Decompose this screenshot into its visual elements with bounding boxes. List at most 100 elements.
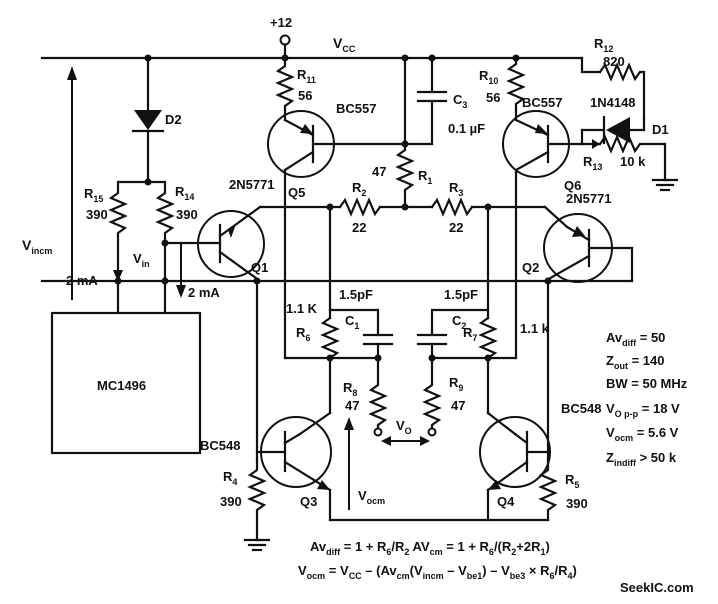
r7-value: 1.1 k xyxy=(520,321,550,336)
spec-list: Avdiff = 50 Zout = 140 BW = 50 MHz VO p-… xyxy=(606,330,688,468)
resistor-r3 xyxy=(430,197,474,217)
q4-part: BC548 xyxy=(561,401,601,416)
spec-avdiff: Avdiff = 50 xyxy=(606,330,665,348)
q3-part: BC548 xyxy=(200,438,240,453)
c2-value: 1.5pF xyxy=(444,287,478,302)
r7-name: R7 xyxy=(463,325,477,343)
vo-label: VO xyxy=(396,418,412,436)
q5-part: BC557 xyxy=(336,101,376,116)
r13-value: 10 k xyxy=(620,154,646,169)
r11-name: R11 xyxy=(297,67,316,85)
spec-zout: Zout = 140 xyxy=(606,353,664,371)
r4-name: R4 xyxy=(223,469,237,487)
vocm-label: Vocm xyxy=(358,488,385,506)
spec-zindiff: Zindiff > 50 k xyxy=(606,450,677,468)
supply-voltage: +12 xyxy=(270,15,292,30)
q3-label: Q3 xyxy=(300,494,317,509)
junction-dot xyxy=(161,277,169,285)
resistor-r12 xyxy=(598,62,646,120)
transistor-q4 xyxy=(479,356,551,522)
q1-label: Q1 xyxy=(251,260,268,275)
transistor-q1 xyxy=(196,205,265,283)
resistor-r1 xyxy=(395,142,415,209)
vcc-label: VCC xyxy=(333,35,356,54)
transistor-q2 xyxy=(543,205,634,283)
resistor-r8 xyxy=(368,356,388,430)
resistor-r6 xyxy=(320,316,340,360)
terminal xyxy=(373,427,383,437)
wire xyxy=(580,56,602,74)
q4-label: Q4 xyxy=(497,494,515,509)
resistor-r7 xyxy=(478,316,498,360)
diode-d1 xyxy=(580,115,646,145)
q6-part: BC557 xyxy=(522,95,562,110)
junction-dot xyxy=(253,277,261,285)
watermark: SeekIC.com xyxy=(620,580,694,595)
r15-name: R15 xyxy=(84,186,103,204)
c2-name: C2 xyxy=(452,313,466,331)
d1-part: 1N4148 xyxy=(590,95,636,110)
current-arrow xyxy=(113,270,123,282)
resistor-r11 xyxy=(275,56,295,112)
r10-name: R10 xyxy=(479,68,498,86)
r14-name: R14 xyxy=(175,184,194,202)
r5-value: 390 xyxy=(566,496,588,511)
vin-label: Vin xyxy=(133,251,150,269)
r2-value: 22 xyxy=(352,220,366,235)
current-mid: 2 mA xyxy=(188,285,220,300)
resistor-r5 xyxy=(538,458,558,522)
resistor-r13 xyxy=(580,134,667,182)
r8-value: 47 xyxy=(345,398,359,413)
arrow-head xyxy=(67,66,77,80)
r13-name: R13 xyxy=(583,154,602,172)
r3-name: R3 xyxy=(449,180,463,198)
spec-bw: BW = 50 MHz xyxy=(606,376,688,391)
r1-name: R1 xyxy=(418,168,432,186)
q6-label: Q6 xyxy=(564,178,581,193)
junction-dot xyxy=(544,277,552,285)
d2-label: D2 xyxy=(165,112,182,127)
r6-name: R6 xyxy=(296,325,310,343)
arrow-head xyxy=(176,285,186,298)
ic-mc1496 xyxy=(50,311,202,455)
r6-value: 1.1 K xyxy=(286,301,318,316)
spec-vocm: Vocm = 5.6 V xyxy=(606,425,679,443)
terminal xyxy=(427,427,437,437)
q2-label: Q2 xyxy=(522,260,539,275)
r10-value: 56 xyxy=(486,90,500,105)
resistor-r2 xyxy=(338,197,382,217)
transistor-q6 xyxy=(502,108,584,282)
r1-value: 47 xyxy=(372,164,386,179)
c1-value: 1.5pF xyxy=(339,287,373,302)
c1-name: C1 xyxy=(345,313,359,331)
resistor-r9 xyxy=(422,356,442,430)
arrow-head xyxy=(381,436,391,446)
ic-name: MC1496 xyxy=(97,378,146,393)
r9-name: R9 xyxy=(449,375,463,393)
r5-name: R5 xyxy=(565,472,579,490)
equation-gain: Avdiff = 1 + R6/R2 AVcm = 1 + R6/(R2+2R1… xyxy=(310,539,550,557)
c3-name: C3 xyxy=(453,92,467,110)
q5-label: Q5 xyxy=(288,185,305,200)
r12-name: R12 xyxy=(594,36,613,54)
vcc-rail xyxy=(40,34,584,60)
q1-part: 2N5771 xyxy=(229,177,275,192)
wire xyxy=(430,308,490,337)
q6-part2: 2N5771 xyxy=(566,191,612,206)
junction-dot xyxy=(114,277,122,285)
d1-label: D1 xyxy=(652,122,669,137)
r11-value: 56 xyxy=(298,88,312,103)
resistor-r14 xyxy=(155,180,175,245)
transistor-q5 xyxy=(267,108,407,282)
transistor-q3 xyxy=(255,356,332,522)
r14-value: 390 xyxy=(176,207,198,222)
resistor-r4 xyxy=(247,458,267,542)
equation-vocm: Vocm = VCC – (Avcm(Vincm – Vbe1) – Vbe3 … xyxy=(298,563,577,581)
r3-value: 22 xyxy=(449,220,463,235)
wiper-arrow xyxy=(592,139,600,149)
c3-value: 0.1 µF xyxy=(448,121,485,136)
r4-value: 390 xyxy=(220,494,242,509)
r9-value: 47 xyxy=(451,398,465,413)
